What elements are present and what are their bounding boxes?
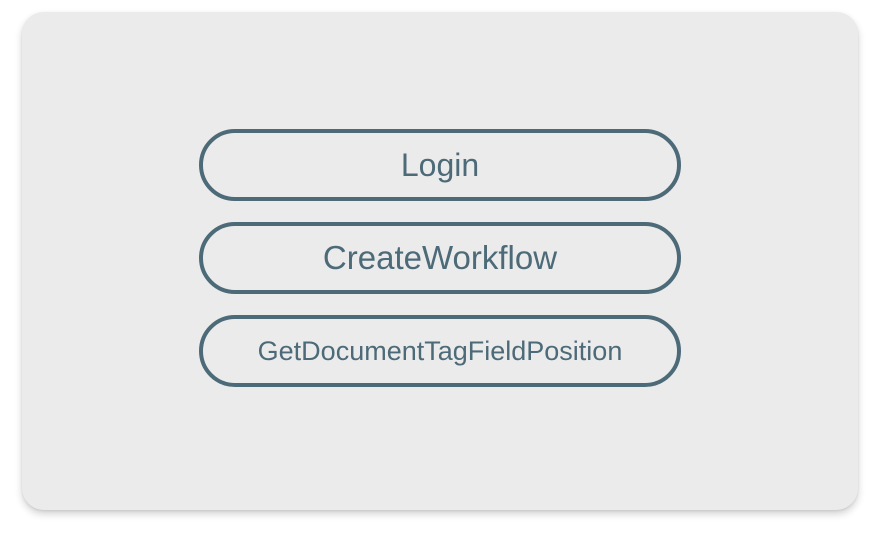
create-workflow-button[interactable]: CreateWorkflow [199,222,681,294]
get-document-tag-field-position-button-label: GetDocumentTagFieldPosition [257,335,623,366]
get-document-tag-field-position-button[interactable]: GetDocumentTagFieldPosition [199,315,681,387]
create-workflow-button-label: CreateWorkflow [322,239,558,276]
button-panel: Login CreateWorkflow GetDocumentTagField… [22,12,858,510]
login-button[interactable]: Login [199,129,681,201]
login-button-label: Login [400,146,480,183]
